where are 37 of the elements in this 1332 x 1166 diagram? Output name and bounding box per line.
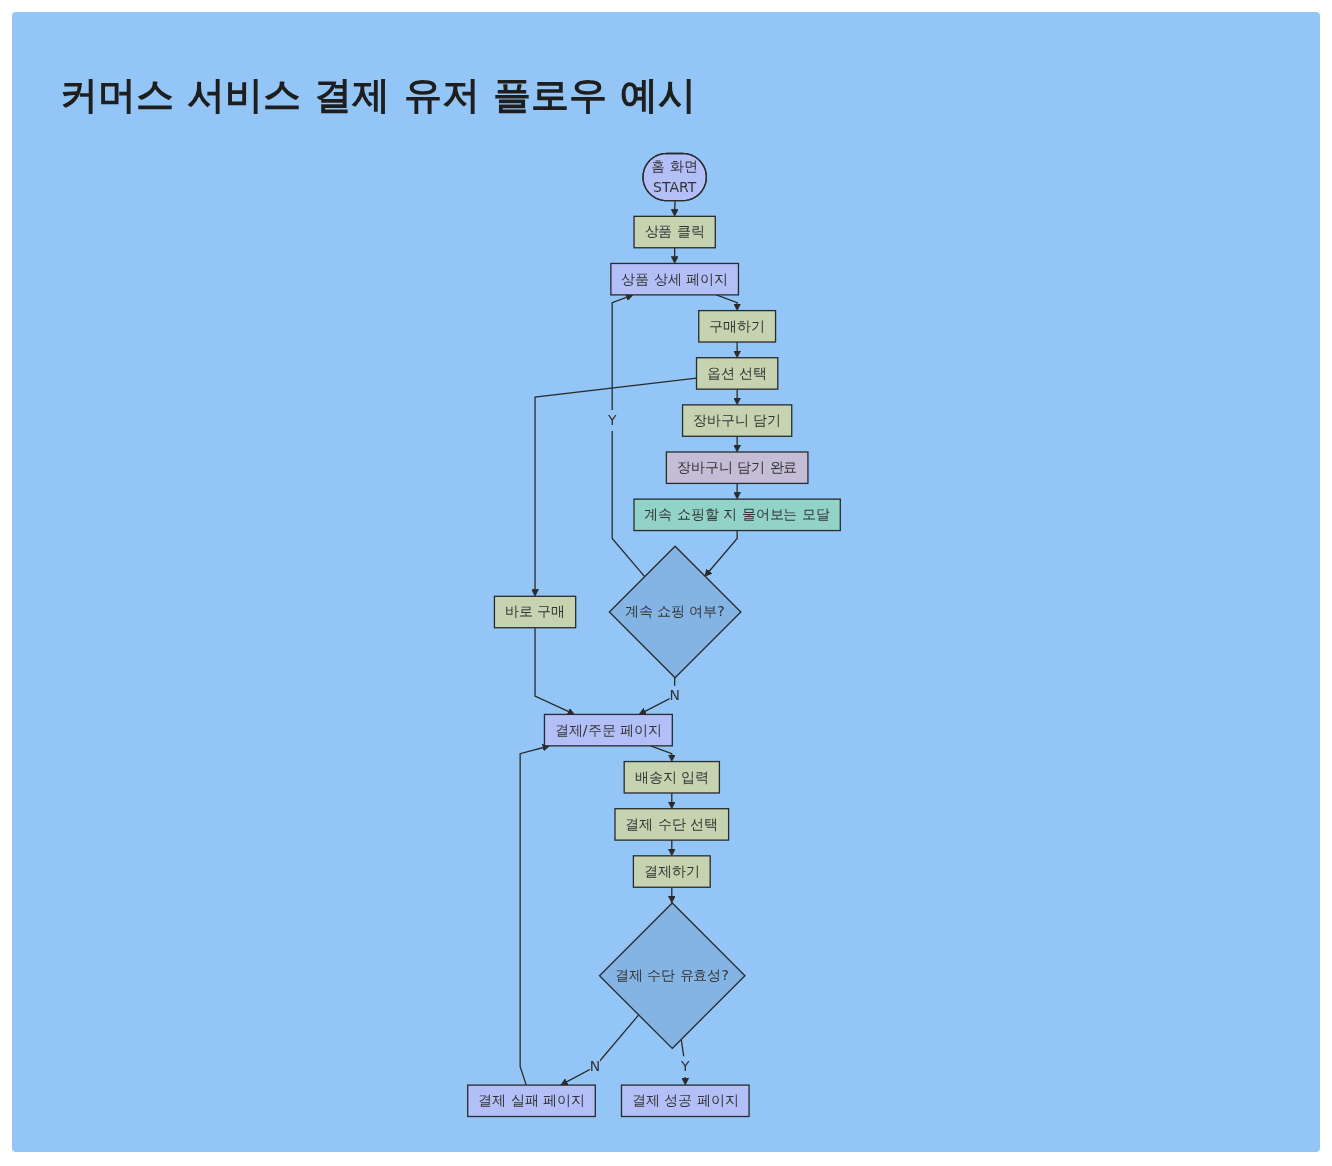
arrow — [704, 529, 738, 577]
arrow — [670, 200, 679, 217]
node-box: 결제 성공 페이지 — [620, 1084, 750, 1118]
edge-label: N — [669, 687, 680, 704]
node-box: 배송지 입력 — [623, 760, 721, 794]
node-box: 장바구니 담기 완료 — [665, 451, 809, 485]
arrow — [733, 482, 741, 500]
node-box: 구매하기 — [698, 309, 777, 343]
arrow — [611, 293, 646, 578]
edge-label: Y — [681, 1058, 690, 1075]
arrow — [667, 792, 676, 810]
node-box: 바로 구매 — [493, 595, 577, 629]
node-box: 상품 상세 페이지 — [610, 262, 740, 296]
node-box: 계속 쇼핑할 지 물어보는 모달 — [633, 498, 841, 532]
arrow — [733, 388, 741, 406]
arrow — [733, 435, 741, 453]
arrow — [667, 839, 676, 857]
node-box: 결제 실패 페이지 — [467, 1084, 596, 1118]
arrow — [667, 886, 676, 904]
arrow — [534, 627, 575, 715]
arrow — [733, 341, 741, 359]
node-box: 결제/주문 페이지 — [543, 713, 673, 747]
arrow — [680, 1038, 690, 1086]
arrow — [560, 1014, 640, 1086]
arrow — [650, 745, 676, 762]
node-box: 옵션 선택 — [695, 357, 779, 390]
node-diamond: 계속 쇼핑 여부? — [608, 545, 742, 679]
node-box: 결제 수단 선택 — [614, 808, 730, 841]
node-box: 상품 클릭 — [633, 215, 716, 249]
node-box: 장바구니 담기 — [681, 404, 793, 437]
title: 커머스 서비스 결제 유저 플로우 예시 — [60, 72, 697, 119]
edge-label: Y — [607, 411, 617, 429]
edge-label: N — [589, 1058, 601, 1075]
arrow — [670, 247, 679, 264]
node-diamond: 결제 수단 유효성? — [598, 902, 746, 1050]
arrow — [519, 743, 550, 1086]
node-box: 결제하기 — [632, 855, 711, 888]
